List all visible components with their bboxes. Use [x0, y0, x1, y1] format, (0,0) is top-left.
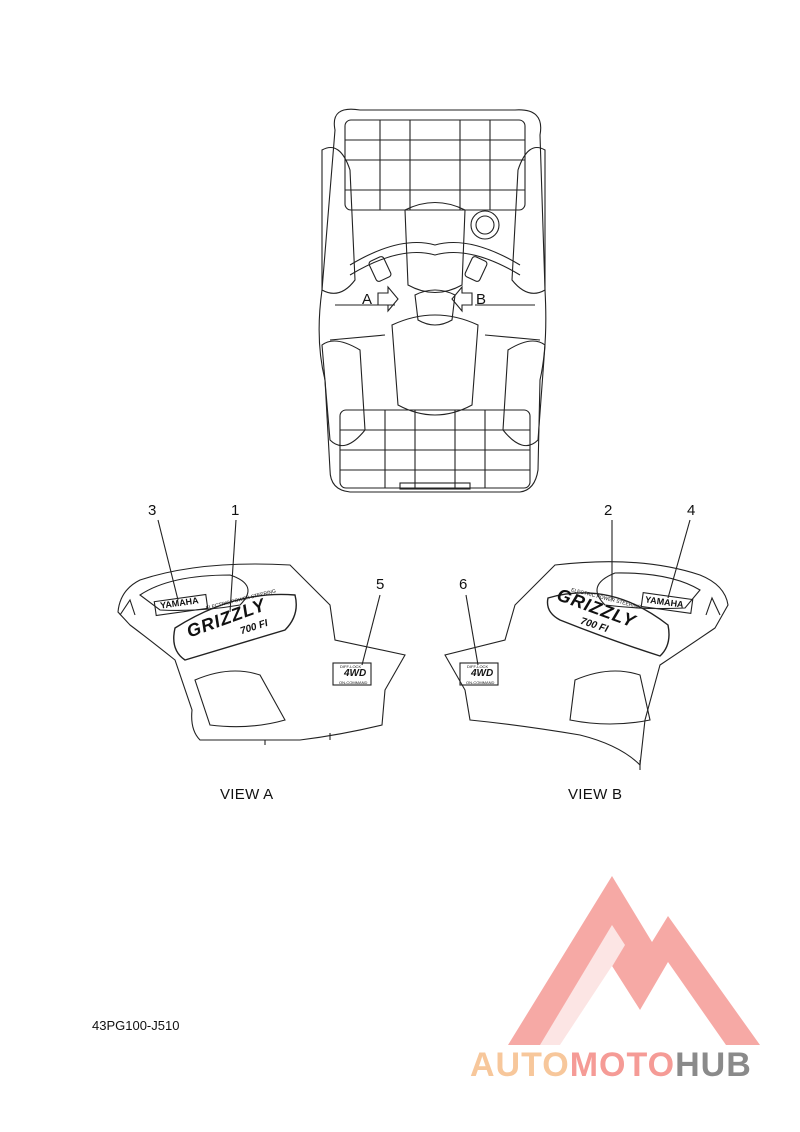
part-number: 43PG100-J510	[92, 1018, 180, 1033]
caption-view-b: VIEW B	[568, 786, 623, 803]
callout-4: 4	[687, 502, 696, 519]
decal-oncommand-b: ON-COMMAND	[466, 680, 495, 685]
callout-5: 5	[376, 576, 385, 593]
decal-oncommand-a: ON-COMMAND	[339, 680, 368, 685]
watermark-text: AUTOMOTOHUB	[470, 1046, 752, 1085]
caption-view-a: VIEW A	[220, 786, 274, 803]
decal-difflock-a: DIFF-LOCK	[340, 664, 362, 669]
arrow-label-b: B	[476, 291, 487, 308]
decal-difflock-b: DIFF-LOCK	[467, 664, 489, 669]
callout-3: 3	[148, 502, 157, 519]
decal-4wd-a: 4WD	[344, 668, 367, 679]
arrow-label-a: A	[362, 291, 373, 308]
callout-1: 1	[231, 502, 240, 519]
callout-6: 6	[459, 576, 468, 593]
watermark-text-moto: MOTO	[569, 1046, 676, 1084]
watermark-text-auto: AUTO	[470, 1046, 570, 1084]
decal-4wd-b: 4WD	[471, 668, 494, 679]
callout-2: 2	[604, 502, 613, 519]
watermark-text-hub: HUB	[675, 1046, 752, 1084]
